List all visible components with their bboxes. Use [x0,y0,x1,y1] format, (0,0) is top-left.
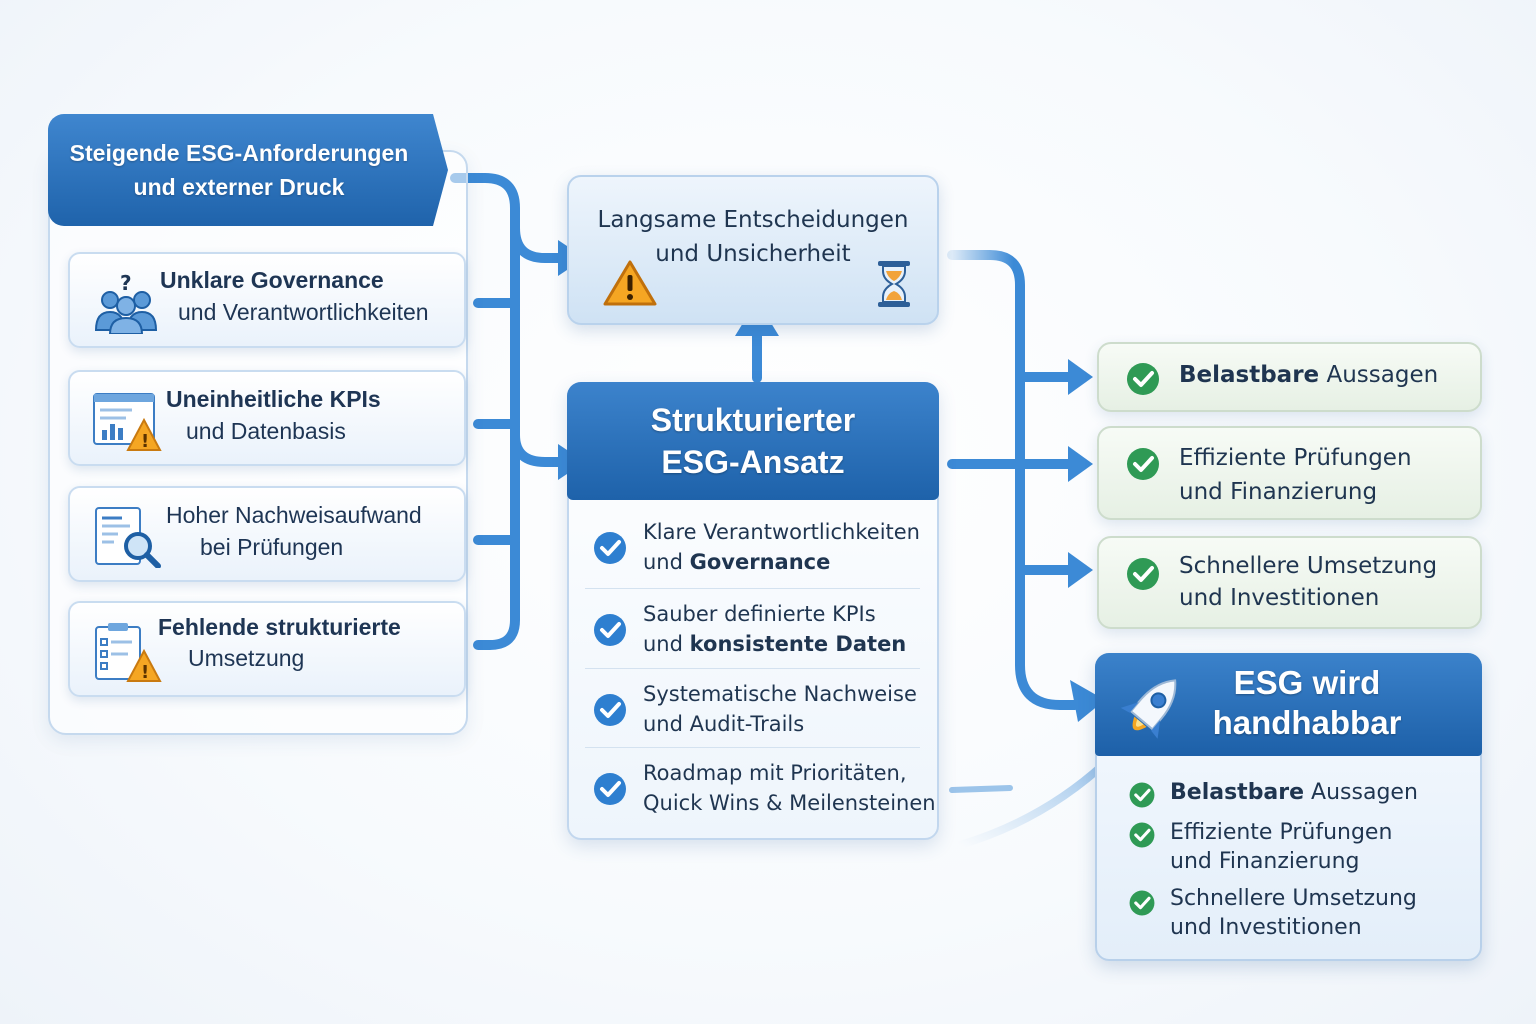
left-bus-line [450,173,520,650]
approach-item-governance: Klare Verantwortlichkeiten und Governanc… [585,510,925,590]
outcome-card-audits: Effiziente Prüfungen und Finanzierung [1097,426,1482,520]
roadmap-link [949,785,1013,793]
slow-decisions-line-1: Langsame Entscheidungen [597,207,909,233]
challenge-subtitle: und Verantwortlichkeiten [178,299,429,325]
outcome-card-implementation: Schnellere Umsetzung und Investitionen [1097,536,1482,629]
slow-decisions-box: Langsame Entscheidungen und Unsicherheit [567,175,939,325]
approach-title-line-2: ESG-Ansatz [661,444,845,480]
challenge-card-evidence: Hoher Nachweisaufwand bei Prüfungen [68,486,466,582]
challenge-subtitle: Umsetzung [188,645,305,671]
final-item-text: Belastbare Aussagen [1170,780,1418,805]
warning-icon [603,260,657,306]
check-circle-icon [1127,558,1159,590]
outcome-text: Effiziente Prüfungen [1179,445,1412,471]
check-circle-icon [594,532,626,564]
final-title-line-1: ESG wird [1233,664,1381,701]
check-circle-icon [1127,363,1159,395]
check-circle-icon [594,694,626,726]
outcome-card-statements: Belastbare Aussagen [1097,342,1482,412]
arrowhead-outcome-3 [1068,552,1093,588]
check-circle-icon [1127,448,1159,480]
structured-approach-header: Strukturierter ESG-Ansatz [567,382,939,500]
challenge-card-kpis: ! Uneinheitliche KPIs und Datenbasis [68,370,466,466]
challenge-card-governance: ? Unklare Governance und Verantwortlichk… [68,252,466,348]
outcome-text: Schnellere Umsetzung [1179,553,1438,579]
challenge-title: Uneinheitliche KPIs [166,386,381,412]
challenge-title: Unklare Governance [160,267,384,293]
to-topbox-line [510,223,565,263]
svg-text:?: ? [120,272,132,295]
challenge-subtitle: bei Prüfungen [200,534,344,560]
approach-divider [585,588,920,589]
check-circle-icon [594,773,626,805]
approach-divider [585,668,920,669]
document-search-icon [95,507,161,568]
approach-item-line-1: Sauber definierte KPIs [643,602,876,626]
approach-item-line-2: Quick Wins & Meilensteinen [643,791,936,815]
final-item-text: Effiziente Prüfungen [1170,820,1393,845]
final-item-text-line-2: und Finanzierung [1170,849,1360,874]
outcome-text-line-2: und Finanzierung [1179,479,1378,505]
chart-warning-icon: ! [93,393,162,452]
people-question-icon: ? [94,272,158,334]
final-title-line-2: handhabbar [1212,704,1402,741]
approach-item-line-2: und Audit-Trails [643,712,805,736]
approach-item-line-1: Klare Verantwortlichkeiten [643,520,920,544]
challenge-title: Hoher Nachweisaufwand [166,502,422,528]
final-item-statements: Belastbare Aussagen [1125,778,1470,810]
outcome-text-line-2: und Investitionen [1179,585,1380,611]
arrowhead-outcome-1 [1068,359,1093,395]
approach-item-roadmap: Roadmap mit Prioritäten, Quick Wins & Me… [585,751,936,831]
to-central-line [510,430,565,467]
final-item-text-line-2: und Investitionen [1170,915,1362,940]
approach-item-line-1: Systematische Nachweise [643,682,917,706]
final-item-text: Schnellere Umsetzung [1170,886,1417,911]
arrowhead-final [1070,680,1105,722]
svg-text:!: ! [141,662,149,683]
svg-text:!: ! [141,431,149,452]
checklist-warning-icon: ! [95,623,162,683]
right-bus-line [947,250,1080,710]
approach-item-line-2: und Governance [643,550,831,574]
check-circle-icon [594,614,626,646]
esg-manageable-title: ESG wird handhabbar [1130,663,1484,743]
approach-item-kpis: Sauber definierte KPIs und konsistente D… [585,592,925,672]
final-item-implementation: Schnellere Umsetzung und Investitionen [1125,884,1470,944]
approach-title-line-1: Strukturierter [650,402,856,438]
check-circle-icon [1129,822,1155,848]
check-circle-icon [1129,782,1155,808]
outcome-text: Belastbare Aussagen [1179,362,1439,388]
banner-line-2: und externer Druck [133,174,345,200]
slow-decisions-line-2: und Unsicherheit [655,241,851,267]
challenges-banner: Steigende ESG-Anforderungen und externer… [48,114,448,226]
banner-line-1: Steigende ESG-Anforderungen [69,140,409,166]
approach-item-line-1: Roadmap mit Prioritäten, [643,761,907,785]
challenge-card-implementation: ! Fehlende strukturierte Umsetzung [68,601,466,697]
approach-item-line-2: und konsistente Daten [643,632,907,656]
check-circle-icon [1129,890,1155,916]
challenge-subtitle: und Datenbasis [186,418,346,444]
final-item-audits: Effiziente Prüfungen und Finanzierung [1125,818,1470,878]
challenge-title: Fehlende strukturierte [158,614,401,640]
hourglass-icon [878,261,910,307]
arrowhead-outcome-2 [1068,446,1093,482]
approach-item-evidence: Systematische Nachweise und Audit-Trails [585,672,925,752]
approach-divider [585,747,920,748]
rocket-icon [1120,679,1177,739]
